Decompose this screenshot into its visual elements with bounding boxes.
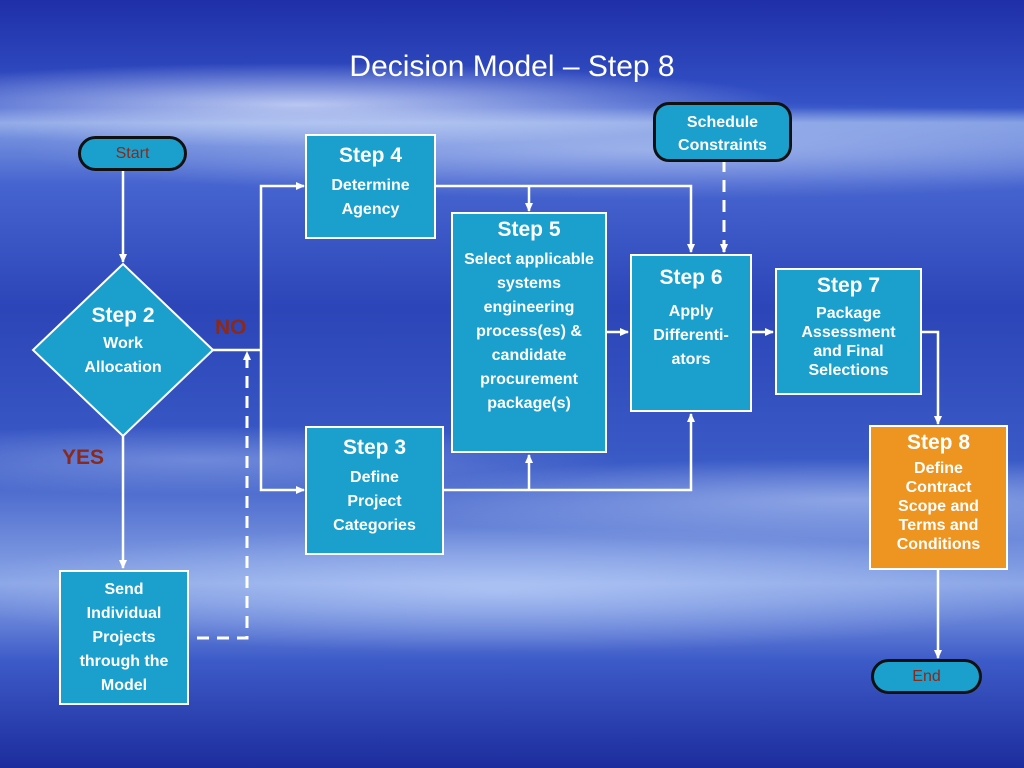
step5-head: Step 5 <box>497 218 561 241</box>
arrow-to-step3 <box>259 350 305 494</box>
step2-diamond <box>31 262 215 438</box>
step5-box: Step 5 Select applicable systems enginee… <box>451 212 607 453</box>
step3-head: Step 3 <box>342 436 407 459</box>
arrow-step4-step6 <box>436 184 695 253</box>
step7-body: Package Assessment and Final Selections <box>801 305 896 379</box>
send-projects-box: Send Individual Projects through the Mod… <box>59 570 189 705</box>
start-terminal: Start <box>78 136 187 171</box>
step4-body: Determine Agency <box>331 177 410 218</box>
end-terminal: End <box>871 659 982 694</box>
dashed-arrow-send-loop <box>197 351 251 640</box>
step6-body: Apply Differenti-ators <box>653 303 729 368</box>
schedule-constraints-label: Schedule Constraints <box>678 114 767 154</box>
page-title: Decision Model – Step 8 <box>349 50 675 83</box>
step2-text: Step 2 Work Allocation <box>63 304 183 380</box>
yes-label: YES <box>62 446 105 469</box>
step4-box: Step 4 Determine Agency <box>305 134 436 239</box>
send-projects-body: Send Individual Projects through the Mod… <box>79 581 169 694</box>
step8-head: Step 8 <box>906 431 971 454</box>
arrow-step3-step6 <box>444 413 695 492</box>
schedule-constraints-box: Schedule Constraints <box>653 102 792 162</box>
step3-body: Define Project Categories <box>333 469 416 534</box>
step2-head: Step 2 <box>91 304 155 327</box>
step7-head: Step 7 <box>816 274 881 297</box>
step4-head: Step 4 <box>338 144 403 167</box>
arrow-to-step4 <box>259 182 305 350</box>
step8-box: Step 8 Define Contract Scope and Terms a… <box>869 425 1008 570</box>
step2-body: Work Allocation <box>84 335 162 376</box>
step6-head: Step 6 <box>659 266 723 289</box>
step5-body: Select applicable systems engineering pr… <box>464 251 594 412</box>
start-label: Start <box>115 145 150 162</box>
arrow-step7-step8 <box>921 330 942 425</box>
step6-box: Step 6 Apply Differenti-ators <box>630 254 752 412</box>
step8-body: Define Contract Scope and Terms and Cond… <box>896 460 981 553</box>
step7-box: Step 7 Package Assessment and Final Sele… <box>775 268 922 395</box>
end-label: End <box>912 668 941 685</box>
no-label: NO <box>215 316 247 339</box>
step3-box: Step 3 Define Project Categories <box>305 426 444 555</box>
